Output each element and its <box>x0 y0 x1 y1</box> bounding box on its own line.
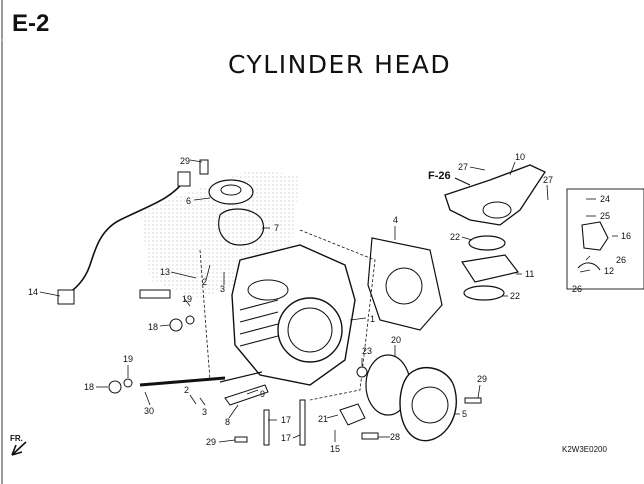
diagram-title: CYLINDER HEAD <box>228 50 452 79</box>
head-cover <box>208 179 254 205</box>
spark-plug-wire <box>64 179 186 296</box>
spark-plug <box>139 289 171 299</box>
sensor <box>581 221 609 251</box>
side-cover <box>399 366 457 442</box>
callout-13: 13 <box>160 267 170 277</box>
callout-11: 11 <box>525 269 534 279</box>
callout-3: 3 <box>220 284 225 294</box>
callout-22: 22 <box>510 291 520 301</box>
callout-15: 15 <box>330 444 340 454</box>
cam-sensor <box>339 403 366 426</box>
callout-7: 7 <box>274 223 279 233</box>
callout-28: 28 <box>390 432 400 442</box>
o-ring-upper <box>468 235 506 251</box>
callout-29: 29 <box>206 437 216 447</box>
cylinder-head <box>231 244 356 386</box>
callout-8: 8 <box>225 417 230 427</box>
head-cover-gasket <box>218 208 264 246</box>
callout-18: 18 <box>84 382 94 392</box>
reference-arrow <box>454 177 471 186</box>
sensor-group-box <box>566 188 644 290</box>
callout-14: 14 <box>28 287 38 297</box>
callout-17: 17 <box>281 433 291 443</box>
callout-29: 29 <box>477 374 487 384</box>
callout-9: 9 <box>260 389 265 399</box>
reference-label: F-26 <box>428 170 451 182</box>
section-id: E-2 <box>12 10 50 37</box>
diagram-code: K2W3E0200 <box>562 445 607 454</box>
callout-10: 10 <box>515 152 525 162</box>
callout-2: 2 <box>184 385 189 395</box>
callout-26: 26 <box>616 255 626 265</box>
callout-29: 29 <box>180 156 190 166</box>
callout-30: 30 <box>144 406 154 416</box>
callout-17: 17 <box>281 415 291 425</box>
cylinder-gasket <box>367 237 443 331</box>
front-arrow-icon <box>11 441 27 456</box>
callout-6: 6 <box>186 196 191 206</box>
callout-27: 27 <box>543 175 553 185</box>
stud-bolt-b <box>299 399 306 446</box>
callout-19: 19 <box>123 354 133 364</box>
callout-4: 4 <box>393 215 398 225</box>
stud-bolt-a <box>263 409 270 446</box>
callout-22: 22 <box>450 232 460 242</box>
callout-23: 23 <box>362 346 372 356</box>
callout-1: 1 <box>370 314 375 324</box>
callout-25: 25 <box>600 211 610 221</box>
callout-21: 21 <box>318 414 328 424</box>
long-bolt <box>139 376 226 387</box>
insulator <box>460 254 520 283</box>
callout-5: 5 <box>462 409 467 419</box>
callout-26: 26 <box>572 284 582 294</box>
callout-19: 19 <box>182 294 192 304</box>
callout-27: 27 <box>458 162 468 172</box>
callout-labels: 29 6 7 14 13 2 3 19 18 1 4 22 11 22 27 1… <box>28 152 631 454</box>
callout-2: 2 <box>202 277 207 287</box>
callout-18: 18 <box>148 322 158 332</box>
callout-3: 3 <box>202 407 207 417</box>
spark-plug-cap <box>57 289 75 305</box>
callout-16: 16 <box>621 231 631 241</box>
o-ring-lower <box>463 285 505 301</box>
intake-manifold <box>444 164 546 226</box>
front-marker: FR. <box>10 434 23 443</box>
callout-12: 12 <box>604 266 614 276</box>
callout-24: 24 <box>600 194 610 204</box>
callout-20: 20 <box>391 335 401 345</box>
